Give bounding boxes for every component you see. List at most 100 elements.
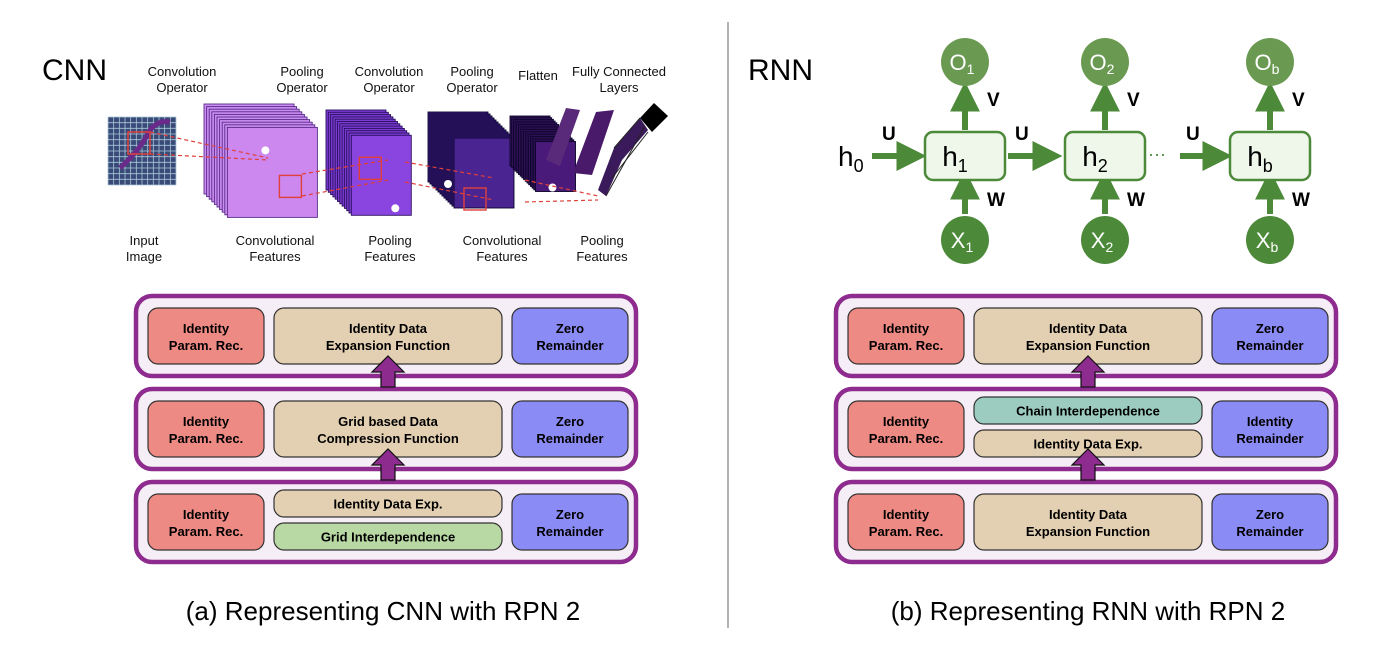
stage-label: Pooling <box>280 64 323 79</box>
cnn-fully-connected <box>546 103 668 197</box>
output-label: O1 <box>950 50 975 77</box>
remainder-box-label: Identity <box>1247 414 1294 429</box>
remainder-box <box>1211 307 1329 365</box>
data-function-box-label: Expansion Function <box>1026 338 1150 353</box>
remainder-box-label: Zero <box>556 414 584 429</box>
hidden-state-node <box>1063 130 1147 182</box>
remainder-box-label: Zero <box>1256 507 1284 522</box>
input-label: X2 <box>1091 228 1114 255</box>
param-rec-box-label: Identity <box>883 321 930 336</box>
stage-label: Convolutional <box>236 233 315 248</box>
param-rec-box <box>147 307 265 365</box>
param-rec-box <box>847 493 965 551</box>
rnn-caption: (b) Representing RNN with RPN 2 <box>891 596 1285 626</box>
cnn-caption: (a) Representing CNN with RPN 2 <box>186 596 580 626</box>
stage-label: Input <box>130 233 159 248</box>
hidden-state-node <box>923 130 1007 182</box>
remainder-box-label: Zero <box>556 507 584 522</box>
stage-label: Flatten <box>518 68 558 83</box>
data-function-box-label: Identity Data <box>1049 507 1128 522</box>
remainder-box-label: Remainder <box>536 524 603 539</box>
param-rec-box-label: Identity <box>883 507 930 522</box>
rnn-heading: RNN <box>748 54 813 87</box>
cnn-conv-features-2 <box>427 111 515 211</box>
param-rec-box-label: Param. Rec. <box>869 431 943 446</box>
u-label: U <box>882 124 896 145</box>
rnn-ellipsis: ··· <box>1148 144 1166 164</box>
stage-label: Layers <box>599 80 639 95</box>
data-function-box-label: Grid based Data <box>338 414 438 429</box>
stage-label: Features <box>476 249 528 264</box>
middle-bottom-box-label: Grid Interdependence <box>321 530 455 545</box>
stage-label: Operator <box>156 80 208 95</box>
data-function-box-label: Identity Data <box>349 321 428 336</box>
input-label: X1 <box>951 228 974 255</box>
output-label: Ob <box>1255 50 1280 77</box>
output-node <box>941 38 989 86</box>
stage-label: Convolution <box>148 64 217 79</box>
middle-top-box <box>273 489 503 518</box>
middle-bottom-box-label: Identity Data Exp. <box>1033 437 1142 452</box>
param-rec-box-label: Identity <box>183 321 230 336</box>
data-function-box-label: Expansion Function <box>1026 524 1150 539</box>
stage-label: Features <box>249 249 301 264</box>
input-node <box>1246 216 1294 264</box>
cnn-conv-features-1 <box>203 103 318 218</box>
remainder-box <box>511 307 629 365</box>
cnn-projection-lines <box>149 131 599 203</box>
v-label: V <box>1127 90 1140 111</box>
middle-top-box <box>973 396 1203 425</box>
h0-label: h0 <box>838 141 864 176</box>
middle-top-box-label: Chain Interdependence <box>1016 404 1160 419</box>
param-rec-box <box>847 307 965 365</box>
param-rec-box-label: Param. Rec. <box>169 338 243 353</box>
data-function-box-label: Identity Data <box>1049 321 1128 336</box>
data-function-box <box>973 493 1203 551</box>
up-arrow <box>1070 448 1106 481</box>
u-label: U <box>1015 124 1029 145</box>
input-label: Xb <box>1256 228 1279 255</box>
cnn-stage-labels-top: Convolution Operator Pooling Operator Co… <box>148 64 666 95</box>
u-label: U <box>1186 124 1200 145</box>
param-rec-box <box>847 400 965 458</box>
output-label: O2 <box>1090 50 1115 77</box>
input-node <box>1081 216 1129 264</box>
middle-top-box-label: Identity Data Exp. <box>333 497 442 512</box>
param-rec-box <box>147 493 265 551</box>
remainder-box-label: Remainder <box>1236 431 1303 446</box>
output-node <box>1246 38 1294 86</box>
param-rec-box-label: Param. Rec. <box>169 431 243 446</box>
remainder-box-label: Zero <box>1256 321 1284 336</box>
remainder-box-label: Remainder <box>1236 338 1303 353</box>
cnn-stage-labels-bottom: Input Image Convolutional Features Pooli… <box>126 233 628 264</box>
stage-label: Pooling <box>580 233 623 248</box>
stage-label: Features <box>364 249 416 264</box>
remainder-box-label: Remainder <box>1236 524 1303 539</box>
param-rec-box-label: Param. Rec. <box>169 524 243 539</box>
stage-label: Pooling <box>450 64 493 79</box>
input-node <box>941 216 989 264</box>
stage-label: Convolutional <box>463 233 542 248</box>
up-arrow <box>370 448 406 481</box>
data-function-box-label: Compression Function <box>317 431 459 446</box>
remainder-box-label: Remainder <box>536 338 603 353</box>
param-rec-box-label: Param. Rec. <box>869 524 943 539</box>
param-rec-box-label: Identity <box>883 414 930 429</box>
w-label: W <box>1292 190 1310 211</box>
w-label: W <box>987 190 1005 211</box>
stage-label: Pooling <box>368 233 411 248</box>
hidden-state-label: h1 <box>942 141 968 176</box>
data-function-box-label: Expansion Function <box>326 338 450 353</box>
remainder-box <box>511 400 629 458</box>
hidden-state-label: h2 <box>1082 141 1108 176</box>
middle-bottom-box <box>273 522 503 551</box>
stage-label: Fully Connected <box>572 64 666 79</box>
stage-label: Operator <box>363 80 415 95</box>
param-rec-box <box>147 400 265 458</box>
cnn-input-image <box>107 116 177 186</box>
w-label: W <box>1127 190 1145 211</box>
